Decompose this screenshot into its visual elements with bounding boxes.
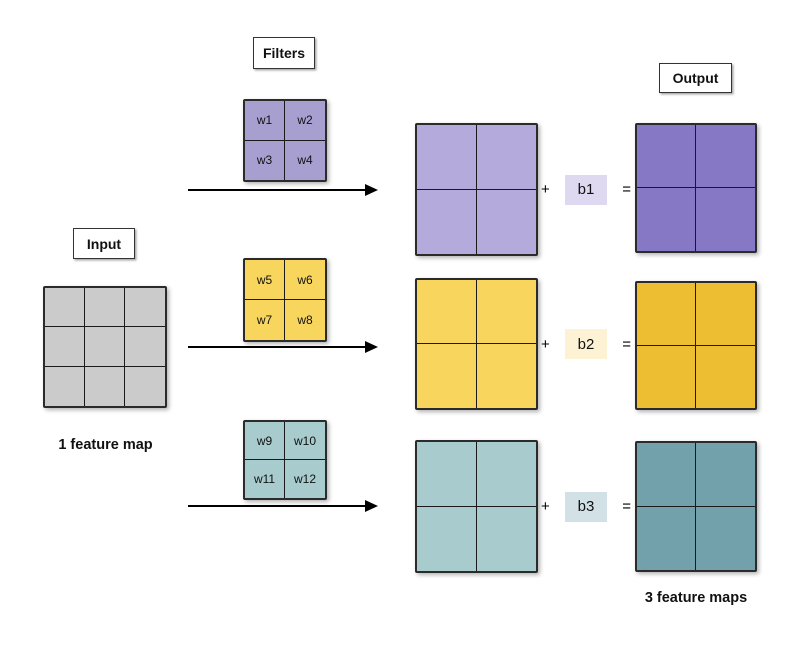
filter-weight-cell: w2 <box>285 101 325 141</box>
plus-sign: + <box>541 181 550 198</box>
output-feature-map-grid-2 <box>635 281 757 410</box>
bias-box-b1: b1 <box>565 174 607 205</box>
convolution-arrow-icon <box>188 184 378 196</box>
input-cell <box>45 288 85 328</box>
filter-weight-cell: w3 <box>245 140 285 180</box>
filter-grid-2: w5 w6 w7 w8 <box>243 258 327 342</box>
input-cell <box>85 327 125 367</box>
grid-cell <box>637 506 696 570</box>
filter-weight-cell: w6 <box>285 260 325 300</box>
grid-cell <box>696 283 755 346</box>
grid-cell <box>637 345 696 408</box>
equals-sign: = <box>622 181 631 198</box>
bias-box-b2: b2 <box>565 329 607 359</box>
input-caption: 1 feature map <box>58 437 153 453</box>
grid-cell <box>477 507 537 572</box>
convolution-arrow-icon <box>188 341 378 353</box>
plus-sign: + <box>541 335 550 353</box>
grid-cell <box>417 506 477 571</box>
filter-weight-cell: w12 <box>293 472 316 486</box>
grid-cell <box>417 442 477 507</box>
equals-sign: = <box>622 498 631 515</box>
filter-grid-1: w1 w2 w3 w4 <box>243 99 327 182</box>
output-label: Output <box>672 70 719 86</box>
output-feature-map-grid-1 <box>635 123 757 253</box>
grid-cell <box>476 280 536 344</box>
grid-cell <box>477 190 537 255</box>
grid-cell <box>476 442 536 507</box>
plus-sign: + <box>541 498 550 515</box>
input-feature-map-grid <box>43 286 167 408</box>
input-cell <box>125 367 165 406</box>
filter-weight-cell: w5 <box>245 260 285 300</box>
grid-cell <box>696 507 755 571</box>
filter-grid-3: w9 w10 w11 w12 <box>243 420 327 500</box>
input-cell <box>85 288 125 328</box>
grid-cell <box>417 344 477 408</box>
filter-weight-cell: w9 <box>245 422 285 460</box>
grid-cell <box>476 125 536 190</box>
input-label: Input <box>86 235 122 252</box>
grid-cell <box>417 280 477 344</box>
grid-cell <box>696 443 755 507</box>
bias-group-2: + b2 = <box>541 278 631 410</box>
grid-cell <box>696 346 755 409</box>
filters-label: Filters <box>262 45 305 61</box>
grid-cell <box>696 188 755 251</box>
bias-group-1: + b1 = <box>541 123 631 256</box>
filter-weight-cell: w4 <box>297 153 313 168</box>
input-cell <box>45 366 85 406</box>
input-cell <box>125 288 165 328</box>
bias-box-b3: b3 <box>565 491 607 522</box>
filters-label-box: Filters <box>253 37 315 69</box>
output-caption: 3 feature maps <box>644 590 748 606</box>
grid-cell <box>417 125 477 190</box>
input-cell <box>45 327 85 367</box>
conv-result-grid-1 <box>415 123 538 256</box>
filter-weight-cell: w10 <box>285 422 325 460</box>
conv-result-grid-3 <box>415 440 538 573</box>
output-feature-map-grid-3 <box>635 441 757 572</box>
equals-sign: = <box>622 335 631 353</box>
filter-weight-cell: w1 <box>245 101 285 141</box>
grid-cell <box>637 443 696 507</box>
bias-group-3: + b3 = <box>541 440 631 573</box>
grid-cell <box>417 189 477 254</box>
grid-cell <box>637 188 696 251</box>
filter-weight-cell: w7 <box>245 300 285 340</box>
input-cell <box>125 327 165 367</box>
output-label-box: Output <box>659 63 732 93</box>
grid-cell <box>637 283 696 346</box>
grid-cell <box>637 125 696 188</box>
filter-weight-cell: w8 <box>297 313 313 327</box>
input-cell <box>85 366 125 406</box>
filter-weight-cell: w11 <box>245 460 285 498</box>
grid-cell <box>696 125 755 188</box>
conv-result-grid-2 <box>415 278 538 410</box>
grid-cell <box>477 344 537 408</box>
convolution-arrow-icon <box>188 500 378 512</box>
input-label-box: Input <box>73 228 135 259</box>
